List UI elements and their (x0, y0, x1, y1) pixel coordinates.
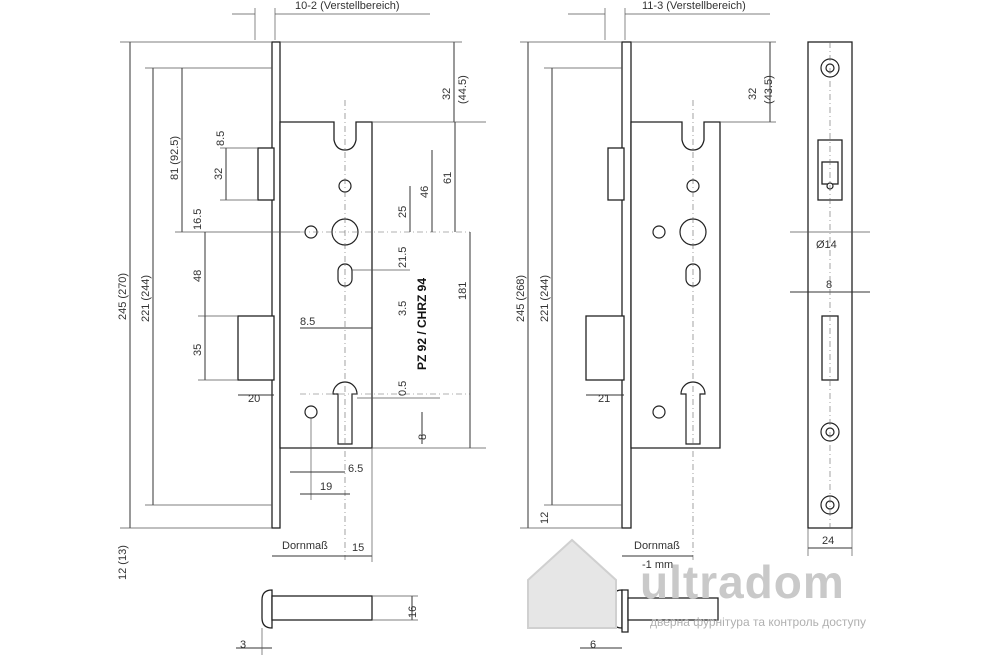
dim-32-top: 32 (747, 88, 759, 100)
screw-hole (652, 405, 666, 419)
dim-21-5: 21.5 (397, 247, 409, 268)
faceplate-front-view: Ø14 8 24 (790, 41, 870, 556)
dim-245: 245 (270) (117, 273, 129, 320)
bolt-hook-detail (621, 589, 629, 633)
dim-12: 12 (539, 512, 551, 524)
dim-181: 181 (457, 282, 469, 300)
ultradom-watermark: ultradom дверна фурнітура та контроль до… (527, 538, 866, 629)
latch-bolt (257, 147, 275, 201)
dim-0-5: 0.5 (397, 381, 409, 396)
adjust-range-label: 11-3 (Verstellbereich) (642, 0, 746, 12)
dim-48: 48 (192, 270, 204, 282)
dim-24: 24 (822, 535, 834, 547)
screw-hole (304, 405, 318, 419)
dim-44-5: (44.5) (457, 75, 469, 104)
dim-8-5-b: 8.5 (300, 316, 315, 328)
dim-32-top: 32 (441, 88, 453, 100)
dim-3: 3 (240, 639, 246, 651)
lock-case (630, 121, 721, 449)
dim-35: 35 (192, 344, 204, 356)
dim-61: 61 (442, 172, 454, 184)
dim-6: 6 (590, 639, 596, 651)
bolt-detail (627, 597, 719, 621)
latch-detail (261, 589, 273, 629)
dim-8-5: 8.5 (215, 131, 227, 146)
dim-6-5: 6.5 (348, 463, 363, 475)
dim-81: 81 (92.5) (169, 136, 181, 180)
dim-32: 32 (213, 168, 225, 180)
watermark-tagline: дверна фурнітура та контроль доступу (650, 615, 866, 629)
dim-46: 46 (419, 186, 431, 198)
dim-43-5: (43.5) (763, 75, 775, 104)
dim-12: 12 (13) (117, 545, 129, 580)
dim-minus-1mm: -1 mm (642, 559, 673, 571)
house-logo-icon (527, 538, 617, 629)
faceplate (271, 41, 281, 529)
dim-19: 19 (320, 481, 332, 493)
right-lock-view: 11-3 (Verstellbereich) 245 (268) 221 (24… (515, 0, 776, 651)
latch-bolt (607, 147, 625, 201)
faceplate (621, 41, 632, 529)
dead-bolt (585, 315, 625, 381)
watermark-brand: ultradom (640, 556, 845, 608)
screw-hole (652, 225, 666, 239)
cylinder-type-label: PZ 92 / CHRZ 94 (415, 278, 429, 370)
dim-221: 221 (244) (539, 275, 551, 322)
dim-21: 21 (598, 393, 610, 405)
dornmass-label: Dornmaß (282, 540, 328, 552)
adjust-range-label: 10-2 (Verstellbereich) (295, 0, 400, 12)
dim-221: 221 (244) (140, 275, 152, 322)
dim-8: 8 (417, 434, 429, 440)
bolt-detail (271, 595, 373, 621)
dim-diameter-14: Ø14 (816, 239, 837, 251)
dim-16-5: 16.5 (192, 209, 204, 230)
dim-16: 16 (407, 606, 419, 618)
dim-3-5: 3.5 (397, 301, 409, 316)
dead-bolt (237, 315, 275, 381)
dim-20: 20 (248, 393, 260, 405)
dim-245: 245 (268) (515, 275, 527, 322)
dim-8: 8 (826, 279, 832, 291)
dim-25: 25 (397, 206, 409, 218)
left-lock-view: 10-2 (Verstellbereich) 245 (270) 221 (24… (117, 0, 486, 655)
dornmass-label: Dornmaß (634, 540, 680, 552)
dim-15: 15 (352, 542, 364, 554)
lock-case (279, 121, 373, 449)
